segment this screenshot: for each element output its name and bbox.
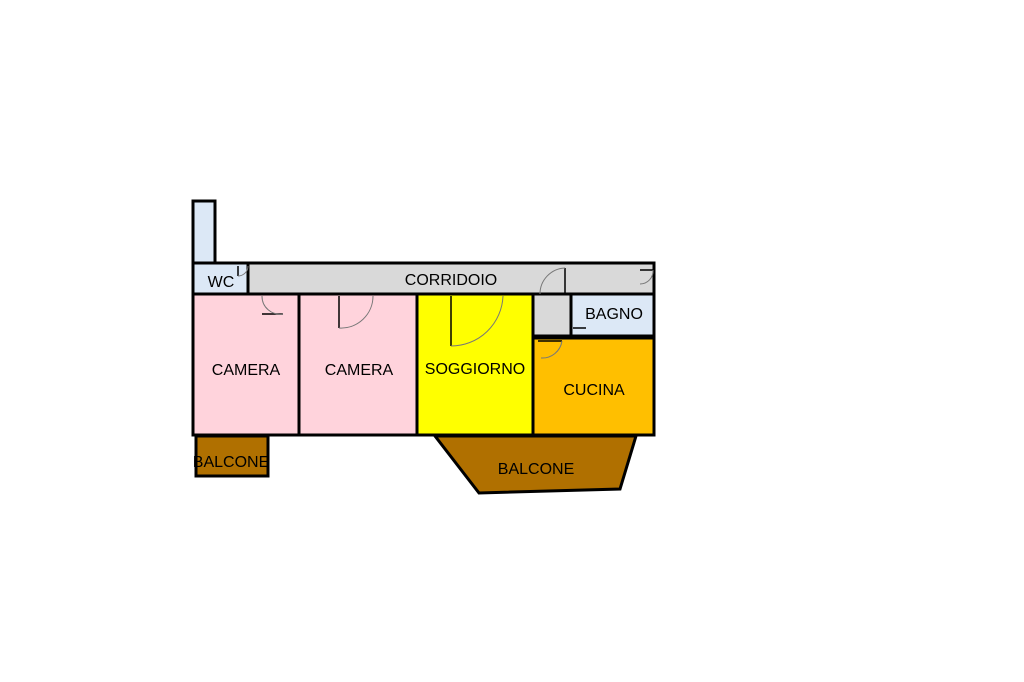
label-corridoio: CORRIDOIO <box>405 272 497 289</box>
doors <box>237 265 654 359</box>
label-cucina: CUCINA <box>563 382 625 399</box>
label-camera-1: CAMERA <box>212 362 281 379</box>
label-balcone-right: BALCONE <box>498 461 574 478</box>
label-soggiorno: SOGGIORNO <box>425 361 525 378</box>
label-camera-2: CAMERA <box>325 362 394 379</box>
shaft <box>191 199 217 265</box>
balcone-left <box>194 434 270 478</box>
label-wc: WC <box>208 274 235 291</box>
room-bagno <box>569 292 656 338</box>
label-balcone-left: BALCONE <box>193 454 269 471</box>
balcone-right <box>431 434 639 495</box>
label-bagno: BAGNO <box>585 306 643 323</box>
closet <box>531 292 573 338</box>
